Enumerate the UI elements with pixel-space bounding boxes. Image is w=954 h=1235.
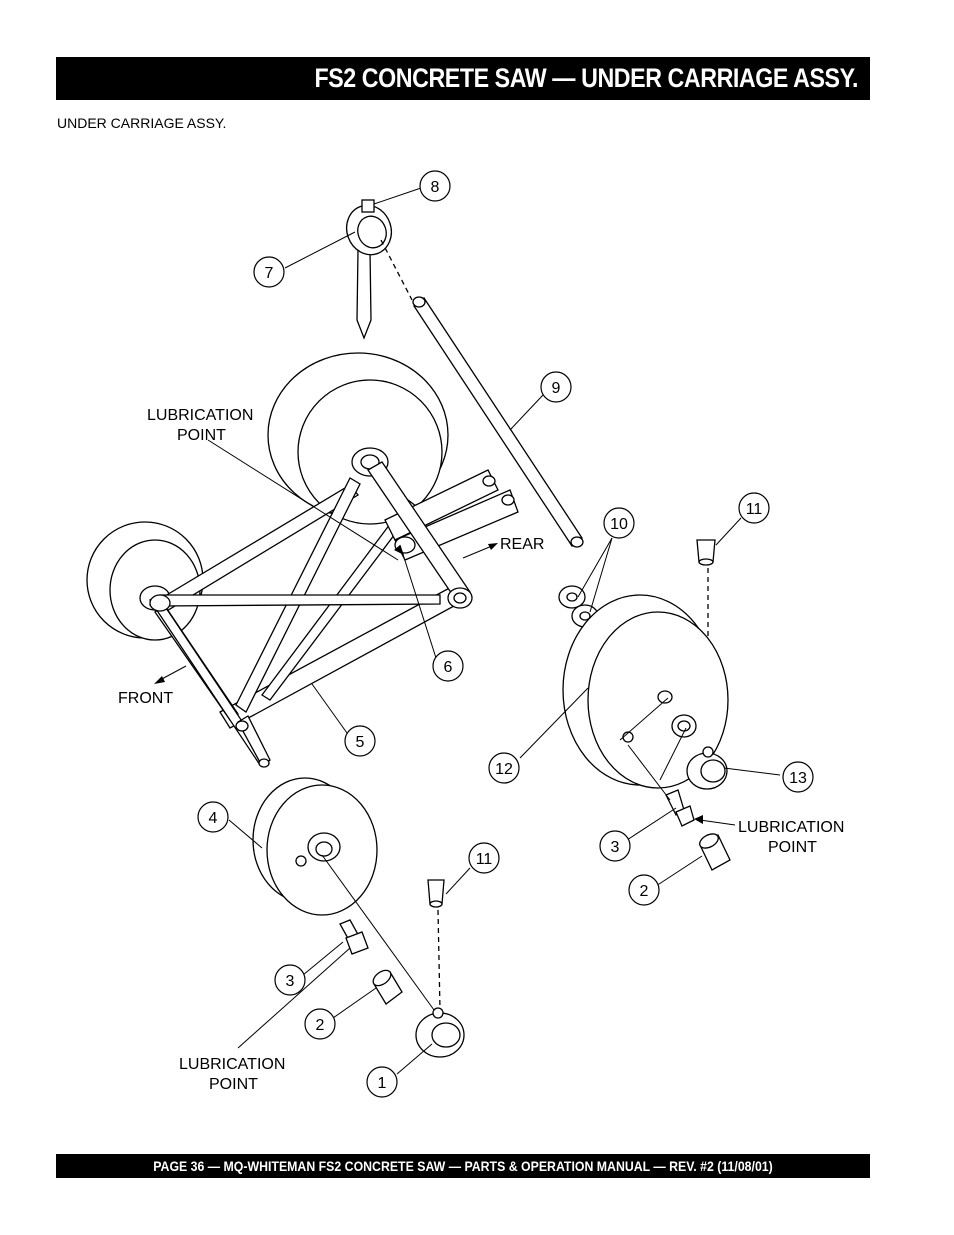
lubrication-label-bottom-line1: LUBRICATION <box>179 1056 285 1073</box>
lubrication-label-top-line2: POINT <box>177 427 226 444</box>
callout-9: 9 <box>552 380 561 397</box>
callout-1: 1 <box>378 1075 387 1092</box>
collar-with-pin-part <box>345 199 393 340</box>
collar-lower-part <box>415 1007 465 1058</box>
rear-label: REAR <box>500 536 544 553</box>
page-title: FS2 CONCRETE SAW — UNDER CARRIAGE ASSY. <box>314 63 858 93</box>
right-wheel-part <box>562 594 729 789</box>
grease-cap-lower <box>372 969 403 1005</box>
footer-text: PAGE 36 — MQ-WHITEMAN FS2 CONCRETE SAW —… <box>153 1158 773 1174</box>
callout-10: 10 <box>610 516 628 533</box>
title-bar: FS2 CONCRETE SAW — UNDER CARRIAGE ASSY. <box>56 57 870 100</box>
callout-12: 12 <box>495 761 513 778</box>
callout-5: 5 <box>356 734 365 751</box>
callout-2-right: 2 <box>640 883 649 900</box>
grease-cap-right <box>699 833 731 871</box>
callout-6: 6 <box>444 659 453 676</box>
lower-wheel-part <box>252 777 378 916</box>
front-wheel <box>86 521 204 641</box>
grease-fitting-lower <box>339 919 369 955</box>
lubrication-label-right-line1: LUBRICATION <box>738 819 844 836</box>
rear-wheel <box>267 352 449 525</box>
callout-7: 7 <box>265 265 274 282</box>
callout-2-lower: 2 <box>316 1017 325 1034</box>
lubrication-label-top-line1: LUBRICATION <box>147 407 253 424</box>
callout-3-right: 3 <box>611 839 620 856</box>
frame-part <box>148 461 519 768</box>
grease-fitting-right <box>665 789 695 827</box>
callout-8: 8 <box>431 179 440 196</box>
callout-11-lower: 11 <box>476 851 493 868</box>
lubrication-label-bottom-line2: POINT <box>209 1076 258 1093</box>
front-label: FRONT <box>118 690 173 707</box>
axle-rod-part <box>412 296 584 548</box>
grease-fitting-cap-lower <box>427 879 445 908</box>
lubrication-label-right-line2: POINT <box>768 839 817 856</box>
grease-fitting-cap-upper <box>696 539 716 566</box>
callout-4: 4 <box>209 810 218 827</box>
footer-bar: PAGE 36 — MQ-WHITEMAN FS2 CONCRETE SAW —… <box>56 1154 870 1178</box>
callout-13: 13 <box>789 770 807 787</box>
callout-3-lower: 3 <box>286 973 295 990</box>
callout-11-upper: 11 <box>746 501 763 518</box>
section-subtitle: UNDER CARRIAGE ASSY. <box>57 115 227 131</box>
collar-right-part <box>686 746 728 790</box>
